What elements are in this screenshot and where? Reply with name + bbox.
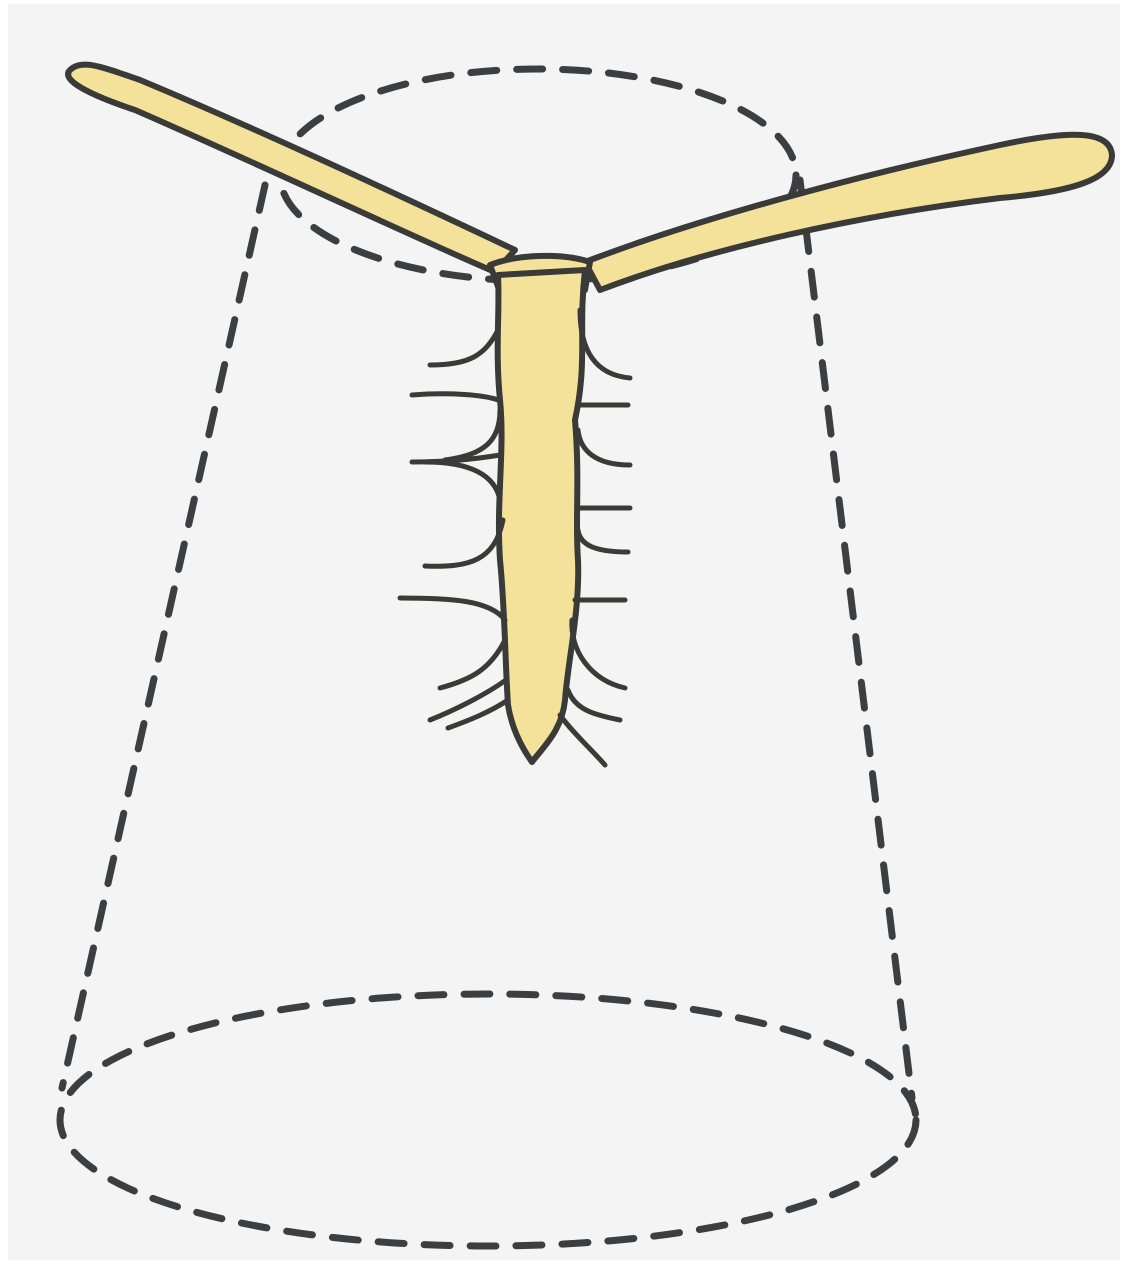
diagram-canvas bbox=[0, 0, 1122, 1266]
seedling-in-cup-diagram bbox=[0, 0, 1122, 1266]
